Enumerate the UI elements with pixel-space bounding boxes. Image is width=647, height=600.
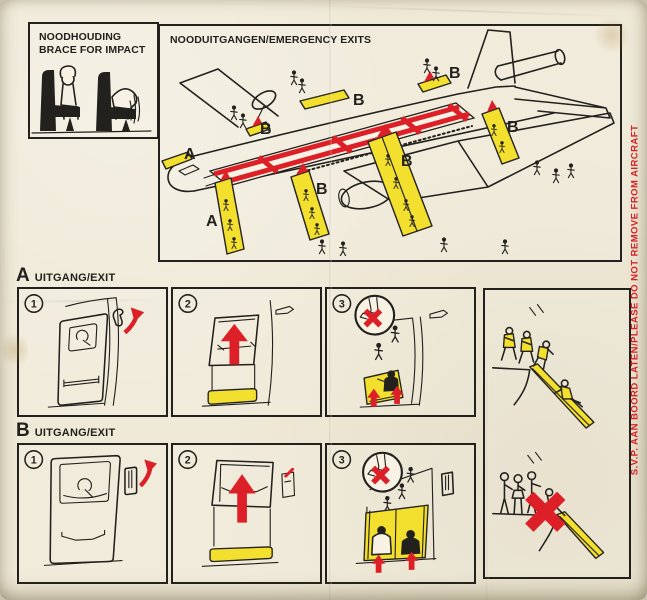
panel-a3-illustration: 3 [332, 294, 448, 408]
brace-title: NOODHOUDING BRACE FOR IMPACT [39, 31, 145, 57]
section-a-label: UITGANG/EXIT [34, 272, 116, 284]
panel-b3: 3 [325, 443, 476, 584]
panel-b2: 2 [171, 443, 322, 584]
aircraft-evacuation-diagram: A A B B B B B B [161, 29, 615, 256]
step-badge: 2 [185, 454, 191, 466]
section-b-letter: B [16, 420, 30, 441]
exit-label-b-right: B [507, 119, 519, 136]
brace-title-line2: BRACE FOR IMPACT [39, 44, 146, 57]
panel-a3: 3 [325, 287, 476, 417]
panel-b1: 1 [17, 443, 168, 584]
slide-nose-a [161, 151, 193, 170]
exit-label-a-front: A [184, 146, 196, 163]
panel-a1: 1 [17, 287, 168, 417]
brace-position-illustration [31, 65, 152, 134]
section-b-heading: B UITGANG/EXIT [16, 421, 115, 440]
panel-b1-illustration: 1 [24, 450, 157, 566]
brace-title-line1: NOODHOUDING [39, 31, 122, 43]
scene-slide-correct [492, 304, 595, 429]
slide-overwing-left [299, 89, 350, 110]
section-b-label: UITGANG/EXIT [34, 427, 116, 439]
step-badge: 3 [339, 298, 345, 310]
tail-fin [467, 29, 566, 89]
panel-a1-illustration: 1 [24, 294, 145, 408]
step-badge: 1 [31, 298, 37, 310]
slide-front-a [214, 177, 245, 255]
exit-label-b-rear-top: B [449, 65, 461, 82]
panel-a2-illustration: 2 [178, 294, 294, 407]
cabin-aisle-markings [208, 102, 476, 187]
exit-label-b-upper-mid: B [353, 92, 365, 109]
slide-rear-right-b [481, 107, 520, 165]
handle-card-icon [281, 471, 296, 498]
emergency-exits-box: NOODUITGANGEN/EMERGENCY EXITS [158, 24, 622, 262]
open-hatch-up-arrow-icon [228, 474, 256, 523]
panel-b2-illustration: 2 [178, 450, 296, 567]
left-engine [251, 90, 277, 110]
panel-a2: 2 [171, 287, 322, 417]
exit-label-b-overwing: B [260, 121, 272, 138]
exit-label-a-slide: A [206, 213, 218, 230]
handle-ghost-icon [275, 305, 294, 315]
door-handle-icon [112, 308, 124, 327]
left-wing [179, 68, 279, 128]
step-badge: 3 [339, 454, 345, 466]
exit-label-b-mid: B [401, 153, 413, 170]
panel-slide-usage [483, 288, 631, 579]
step-badge: 2 [185, 298, 191, 310]
slide-mid-left-b [290, 170, 330, 241]
side-note-text: S.V.P. AAN BOORD LATEN/PLEASE DO NOT REM… [629, 124, 641, 476]
side-note: S.V.P. AAN BOORD LATEN/PLEASE DO NOT REM… [624, 0, 646, 600]
open-hatch-up-arrow-icon [220, 323, 248, 365]
stabilizer [514, 86, 611, 119]
handle-ghost-icon [429, 309, 448, 319]
brace-for-impact-box: NOODHOUDING BRACE FOR IMPACT [28, 22, 159, 139]
slide-usage-illustration [492, 304, 605, 560]
escape-slides [161, 71, 520, 255]
section-a-heading: A UITGANG/EXIT [16, 266, 115, 285]
door-handle-unit [124, 466, 138, 496]
scene-slide-wrong [492, 451, 605, 560]
door-handle-unit [440, 471, 455, 497]
section-a-letter: A [16, 265, 30, 286]
panel-b3-illustration: 3 [332, 450, 455, 573]
step-badge: 1 [31, 454, 37, 466]
exit-label-b-bottom: B [316, 181, 328, 198]
emergency-exits-title: NOODUITGANGEN/EMERGENCY EXITS [170, 34, 372, 46]
